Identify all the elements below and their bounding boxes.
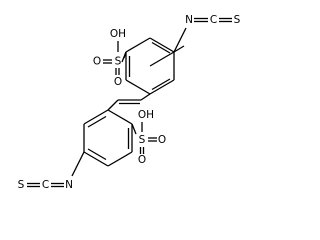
lower-benzene-ring bbox=[83, 109, 133, 167]
lower-isothiocyanate-group: N C S bbox=[18, 151, 85, 191]
hydroxyl-bottom: OH bbox=[138, 109, 154, 121]
carbon-atom-top: C bbox=[210, 14, 217, 26]
oxygen-atom-top-left: O bbox=[93, 56, 101, 68]
lower-sulfonic-acid-group: S O O OH bbox=[131, 109, 166, 166]
oxygen-atom-top-bottom: O bbox=[114, 76, 122, 88]
oxygen-atom-bottom-right: O bbox=[158, 134, 166, 146]
carbon-atom-bottom: C bbox=[42, 179, 49, 191]
hydroxyl-top: OH bbox=[110, 28, 126, 40]
sulfur-atom-sulfonyl-top: S bbox=[115, 56, 122, 68]
upper-isothiocyanate-group: N C S bbox=[173, 14, 241, 53]
sulfur-atom-bottom: S bbox=[18, 179, 25, 191]
chemical-structure: N C S S O O OH bbox=[18, 14, 241, 191]
upper-sulfonic-acid-group: S O O OH bbox=[93, 28, 127, 88]
vinylene-bridge bbox=[107, 93, 151, 111]
oxygen-atom-bottom-lower: O bbox=[138, 154, 146, 166]
sulfur-atom-sulfonyl-bottom: S bbox=[139, 134, 146, 146]
sulfur-atom-top: S bbox=[234, 14, 241, 26]
nitrogen-atom-bottom: N bbox=[65, 179, 73, 191]
upper-benzene-ring bbox=[125, 37, 175, 95]
nitrogen-atom-top: N bbox=[185, 14, 193, 26]
